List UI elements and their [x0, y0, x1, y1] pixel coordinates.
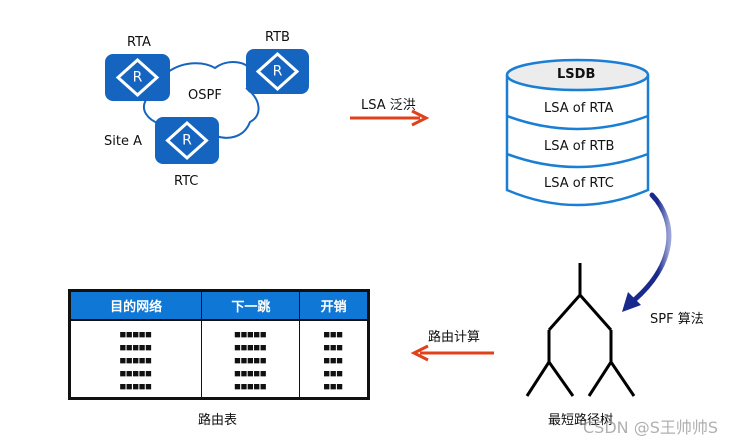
- column-header-cost: 开销: [299, 290, 369, 321]
- router-letter: R: [132, 69, 143, 86]
- placeholder-value: ■■■: [324, 382, 344, 392]
- placeholder-value: ■■■■■: [234, 330, 267, 340]
- lsa-flood-label: LSA 泛洪: [361, 98, 416, 113]
- cost-cell: ■■■ ■■■ ■■■ ■■■ ■■■: [300, 320, 369, 399]
- placeholder-value: ■■■■■: [234, 343, 267, 353]
- site-label: Site A: [104, 134, 142, 149]
- placeholder-value: ■■■: [324, 369, 344, 379]
- router-icon: [115, 57, 160, 98]
- lsa-flood-arrow: [350, 109, 430, 127]
- routing-table: 目的网络 下一跳 开销 ■■■■■ ■■■■■ ■■■■■ ■■■■■ ■■■■…: [68, 289, 370, 400]
- router-icon: [165, 120, 209, 161]
- watermark: CSDN @S王帅帅S: [583, 418, 719, 437]
- router-rta: R: [105, 54, 170, 101]
- placeholder-value: ■■■■■: [120, 369, 153, 379]
- column-header-next-hop: 下一跳: [201, 290, 301, 321]
- router-letter: R: [272, 63, 283, 80]
- lsdb-title: LSDB: [557, 67, 596, 82]
- ospf-label: OSPF: [188, 88, 222, 103]
- placeholder-value: ■■■■■: [120, 343, 153, 353]
- table-row: ■■■■■ ■■■■■ ■■■■■ ■■■■■ ■■■■■ ■■■■■ ■■■■…: [69, 320, 369, 399]
- next-hop-cell: ■■■■■ ■■■■■ ■■■■■ ■■■■■ ■■■■■: [201, 320, 301, 399]
- spf-arrow: [622, 192, 672, 312]
- lsdb-entry: LSA of RTB: [544, 139, 615, 154]
- router-label-rtc: RTC: [174, 174, 199, 189]
- router-icon: [255, 51, 300, 92]
- router-rtb: R: [246, 49, 309, 94]
- tree-label: 最短路径树: [548, 413, 614, 428]
- column-header-destination: 目的网络: [69, 290, 203, 321]
- placeholder-value: ■■■■■: [234, 382, 267, 392]
- route-calc-label: 路由计算: [428, 330, 481, 345]
- router-label-rtb: RTB: [265, 30, 290, 45]
- lsdb-entry: LSA of RTC: [544, 176, 614, 191]
- placeholder-value: ■■■■■: [120, 356, 153, 366]
- router-label-rta: RTA: [127, 35, 151, 50]
- spf-label: SPF 算法: [650, 312, 704, 327]
- routing-table-caption: 路由表: [198, 413, 238, 428]
- router-letter: R: [182, 132, 192, 149]
- route-calc-arrow: [410, 344, 494, 362]
- placeholder-value: ■■■■■: [120, 330, 153, 340]
- lsdb-cylinder: [505, 58, 650, 207]
- router-rtc: R: [155, 117, 219, 164]
- placeholder-value: ■■■■■: [234, 356, 267, 366]
- placeholder-value: ■■■: [324, 343, 344, 353]
- lsdb-entry: LSA of RTA: [544, 101, 614, 116]
- destination-cell: ■■■■■ ■■■■■ ■■■■■ ■■■■■ ■■■■■: [69, 320, 203, 399]
- table-header-row: 目的网络 下一跳 开销: [69, 290, 369, 321]
- placeholder-value: ■■■: [324, 356, 344, 366]
- placeholder-value: ■■■: [324, 330, 344, 340]
- shortest-path-tree: [525, 263, 636, 397]
- placeholder-value: ■■■■■: [234, 369, 267, 379]
- placeholder-value: ■■■■■: [120, 382, 153, 392]
